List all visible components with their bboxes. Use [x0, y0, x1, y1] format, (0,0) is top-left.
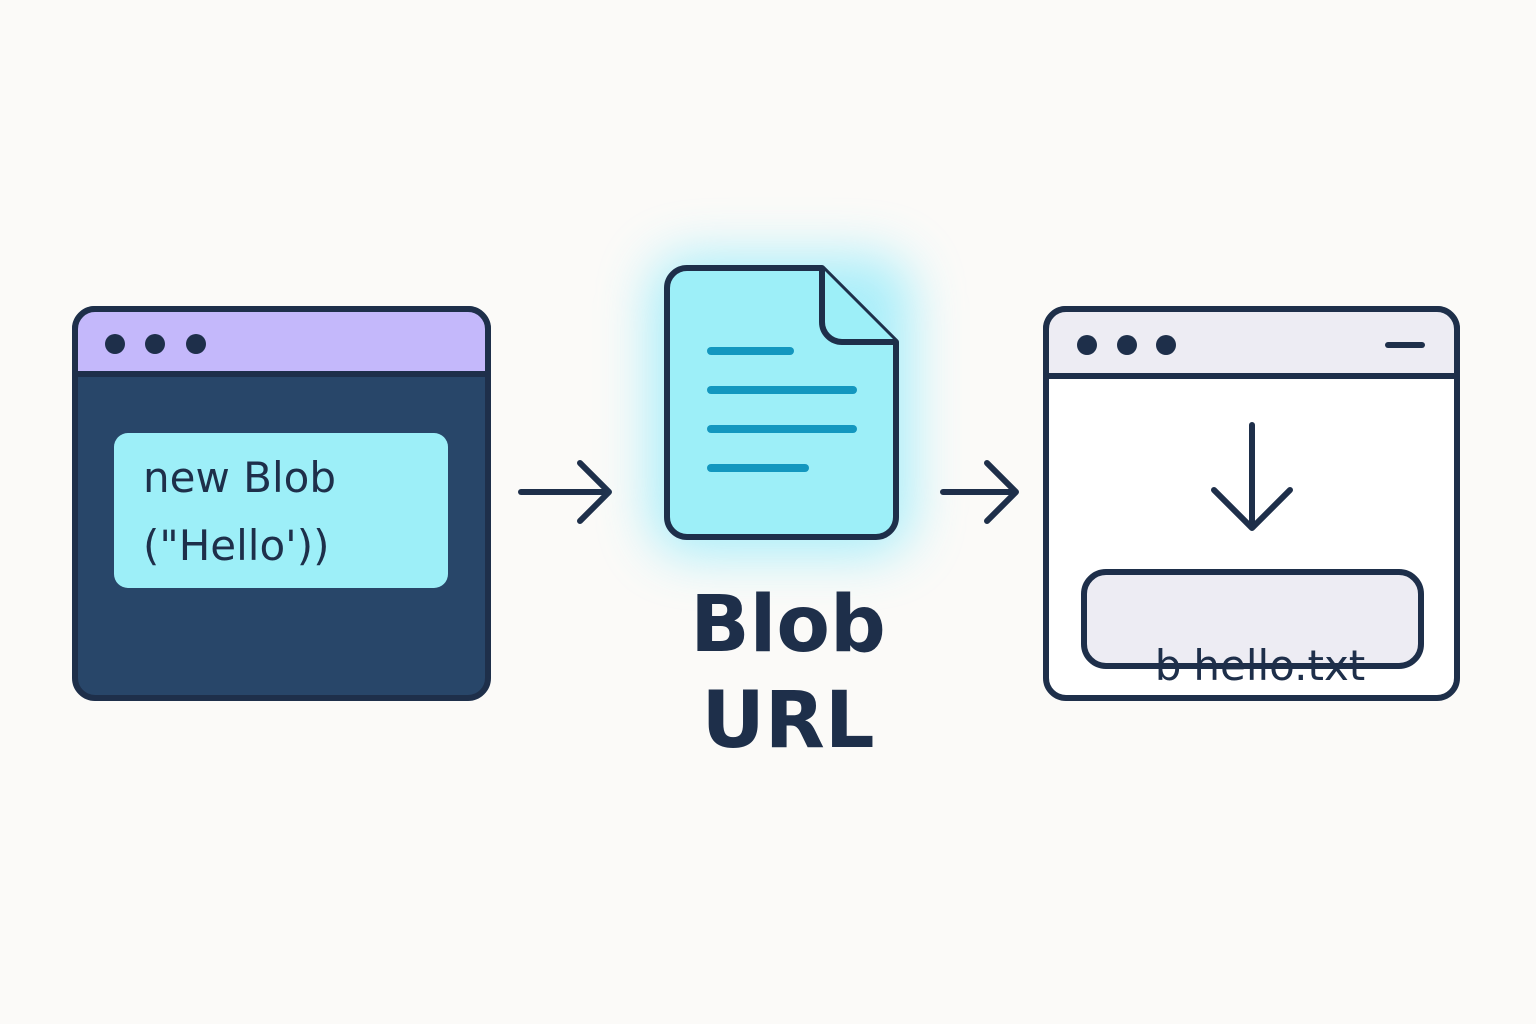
file-fold: [819, 268, 896, 345]
code-line-1: new Blob: [143, 453, 336, 502]
file-text-lines: [707, 347, 857, 472]
download-window: [1043, 306, 1460, 701]
code-line-2: ("Hello')): [143, 521, 330, 570]
file-pill: [1081, 569, 1424, 669]
blob-file: [650, 255, 912, 555]
file-glyph: b: [1154, 641, 1182, 690]
window-dots-icon: [1077, 335, 1176, 355]
download-window-titlebar: [1043, 306, 1460, 379]
file-name-label: hello.txt: [1193, 641, 1366, 690]
download-arrow-icon: [1211, 422, 1293, 531]
blob-label-line-2: URL: [701, 676, 875, 766]
window-dots-icon: [105, 334, 206, 354]
arrow-right-icon: [518, 460, 612, 524]
source-window: [72, 306, 491, 701]
arrow-right-icon: [940, 460, 1019, 524]
code-box: [114, 433, 448, 588]
source-window-titlebar: [72, 306, 491, 377]
blob-label-line-1: Blob: [690, 580, 886, 670]
